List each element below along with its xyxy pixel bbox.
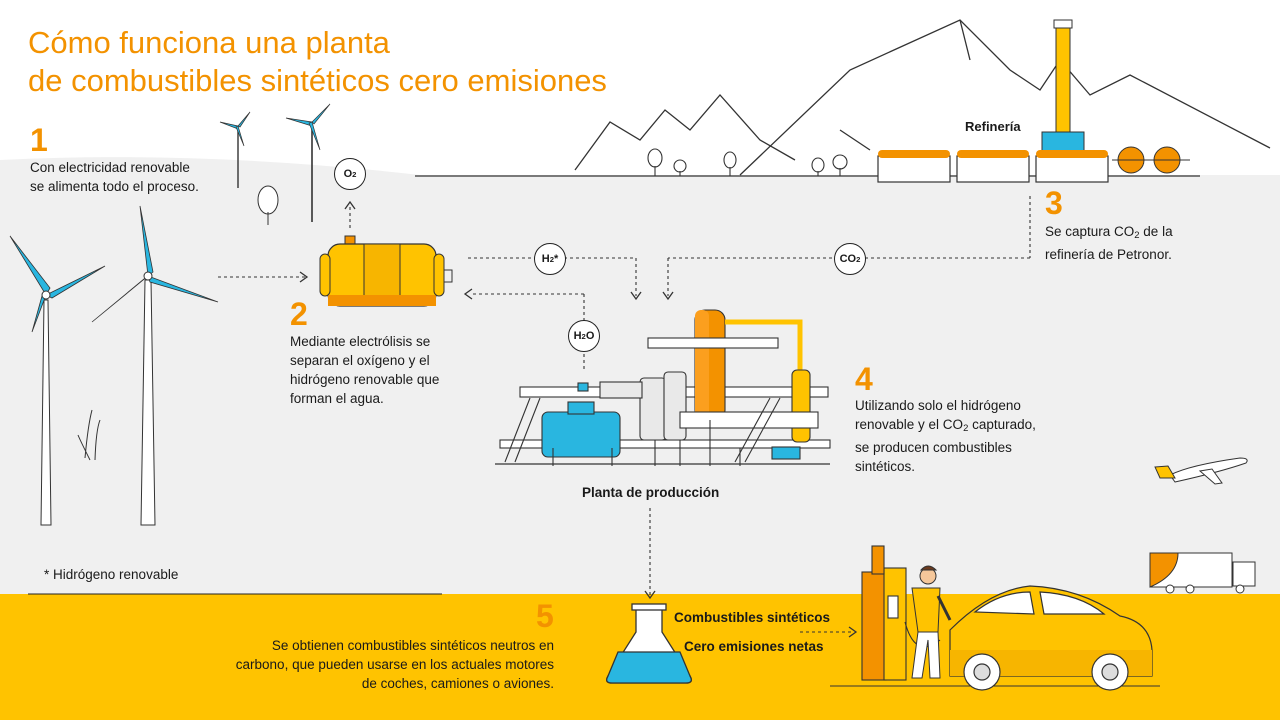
step-5-text: Se obtienen combustibles sintéticos neut… bbox=[235, 638, 554, 691]
step-3-number: 3 bbox=[1045, 185, 1063, 221]
step-2-number: 2 bbox=[290, 296, 308, 332]
page-title: Cómo funciona una planta de combustibles… bbox=[28, 24, 607, 100]
refinery-illustration bbox=[877, 19, 1190, 183]
car-illustration bbox=[949, 585, 1153, 691]
wind-turbines bbox=[9, 103, 331, 526]
airplane-illustration bbox=[1154, 457, 1248, 485]
production-plant-illustration bbox=[495, 309, 831, 466]
step-2-text: Mediante electrólisis se separan el oxíg… bbox=[290, 334, 440, 406]
fuel-label-line-2: Cero emisiones netas bbox=[684, 639, 824, 654]
fuel-label-line-1: Combustibles sintéticos bbox=[674, 610, 831, 625]
person-illustration bbox=[911, 565, 952, 679]
electrolyzer-illustration bbox=[319, 235, 453, 307]
mountains bbox=[574, 19, 1271, 176]
flask-illustration bbox=[606, 603, 692, 684]
fuel-station-illustration bbox=[830, 545, 1160, 687]
plant-label: Planta de producción bbox=[582, 485, 720, 500]
step-1-text: Con electricidad renovable se alimenta t… bbox=[30, 160, 199, 194]
step-5-number: 5 bbox=[536, 598, 554, 634]
title-line-1: Cómo funciona una planta bbox=[28, 25, 390, 60]
step-3-text: Se captura CO2 de la refinería de Petron… bbox=[1045, 224, 1173, 262]
step-4-text: Utilizando solo el hidrógeno renovable y… bbox=[855, 398, 1036, 474]
small-trees bbox=[647, 148, 848, 176]
title-line-2: de combustibles sintéticos cero emisione… bbox=[28, 63, 607, 98]
step-4-number: 4 bbox=[855, 361, 873, 397]
arrow-heads bbox=[299, 200, 858, 638]
step-1-number: 1 bbox=[30, 122, 48, 158]
truck-illustration bbox=[1149, 552, 1256, 594]
refinery-label: Refinería bbox=[965, 119, 1021, 134]
footnote: * Hidrógeno renovable bbox=[44, 567, 179, 582]
